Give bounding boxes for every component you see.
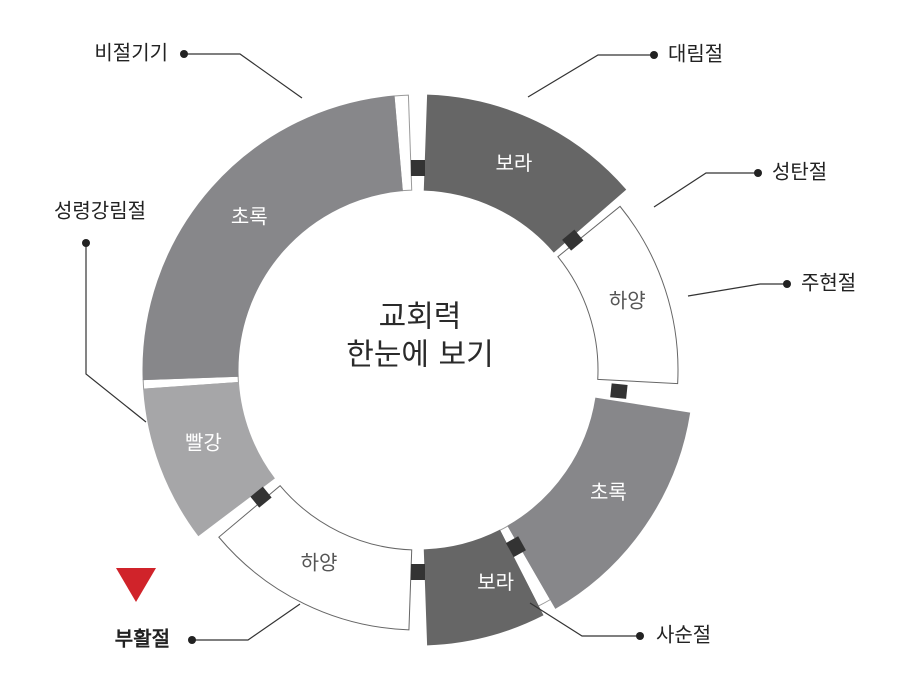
leader-line-0 <box>527 54 654 98</box>
leader-line-4 <box>192 603 301 641</box>
ring-tick-4 <box>411 564 425 580</box>
leader-dot-2 <box>783 280 791 288</box>
season-label-3: 사순절 <box>656 623 711 647</box>
ring-tick-2 <box>610 383 628 399</box>
ring-tick-5 <box>250 486 272 508</box>
leader-dot-1 <box>754 169 762 177</box>
ring-segment-3 <box>423 529 544 646</box>
ring-segment-1 <box>557 205 679 385</box>
season-label-5: 성령강림절 <box>54 199 146 223</box>
leader-line-2 <box>687 283 787 297</box>
segment-color-label-6: 초록 <box>231 205 268 229</box>
season-label-4: 부활절 <box>115 627 170 651</box>
ring-segment-2 <box>507 397 691 609</box>
segment-color-label-2: 초록 <box>590 480 627 504</box>
ring-segment-0 <box>423 94 627 253</box>
leader-lines <box>82 50 791 644</box>
ring-segment-6 <box>142 95 403 381</box>
ring-segments <box>142 94 691 646</box>
leader-line-1 <box>653 172 758 208</box>
leader-dot-4 <box>188 636 196 644</box>
center-title-line2: 한눈에 보기 <box>346 338 494 373</box>
ring-segment-4 <box>218 484 413 631</box>
leader-line-5 <box>85 243 147 423</box>
segment-color-label-4: 하양 <box>301 551 338 575</box>
ring-tick-3 <box>505 536 526 558</box>
segment-color-label-3: 보라 <box>477 570 514 594</box>
leader-line-3 <box>529 602 640 637</box>
center-title-line1: 교회력 <box>379 300 462 335</box>
ring-tick-marks <box>250 160 628 580</box>
segment-color-label-5: 빨강 <box>185 430 222 454</box>
leader-line-6 <box>184 53 303 99</box>
season-label-0: 대림절 <box>668 42 723 66</box>
ring-gap-2 <box>393 94 413 192</box>
leader-dot-0 <box>650 51 658 59</box>
leader-dot-6 <box>180 50 188 58</box>
ring-tick-1 <box>562 229 584 251</box>
segment-color-label-1: 하양 <box>609 289 646 313</box>
ring-segment-5 <box>143 382 275 537</box>
season-label-2: 주현절 <box>801 271 856 295</box>
leader-dot-3 <box>636 632 644 640</box>
leader-dot-5 <box>82 239 90 247</box>
season-label-6: 비절기기 <box>94 41 168 65</box>
segment-color-label-0: 보라 <box>496 151 533 175</box>
season-label-1: 성탄절 <box>772 160 827 184</box>
ring-tick-0 <box>411 160 425 176</box>
current-season-marker-icon <box>116 568 156 602</box>
